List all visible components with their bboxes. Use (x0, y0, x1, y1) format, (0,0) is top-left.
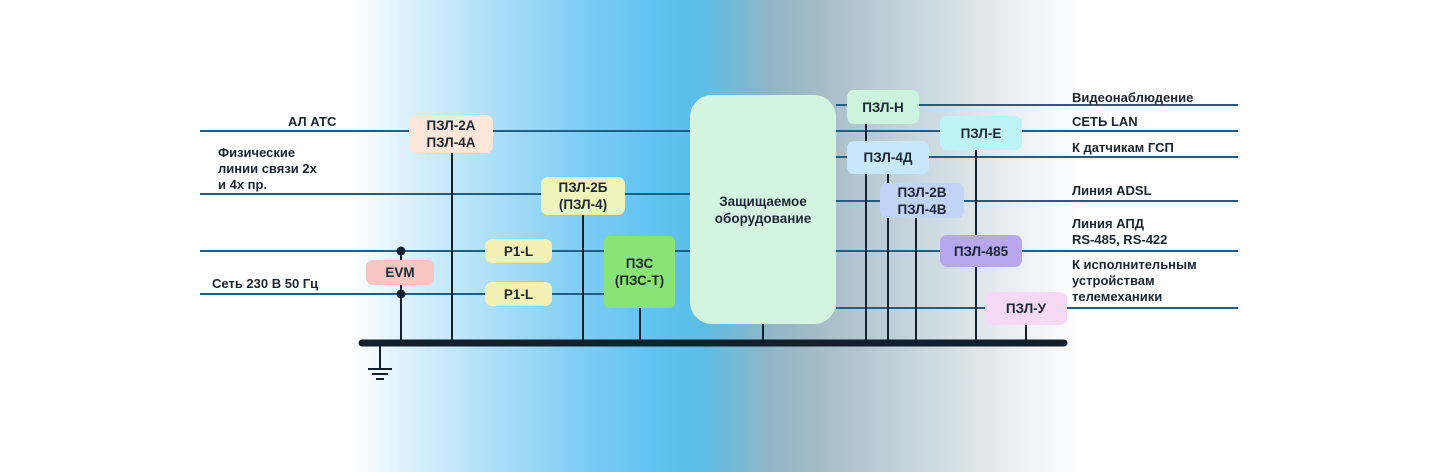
label-telemech-line-3: телемеханики (1072, 289, 1163, 304)
protected-equipment-line-1: Защищаемое (719, 193, 807, 209)
device-pzl-2b-line-2: (ПЗЛ-4) (558, 197, 608, 212)
label-apd: Линия АПД RS-485, RS-422 (1072, 216, 1167, 248)
label-al-ats: АЛ АТС (288, 114, 337, 129)
device-pzs: ПЗС (ПЗС-Т) (604, 236, 675, 308)
label-lan: СЕТЬ LAN (1072, 114, 1138, 129)
device-pzs-line-1: ПЗС (625, 256, 654, 271)
device-evm: EVM (366, 260, 434, 285)
label-gsp: К датчикам ГСП (1072, 140, 1174, 155)
protected-equipment: Защищаемое оборудование (690, 95, 836, 324)
device-pzl-2a: ПЗЛ-2А ПЗЛ-4А (409, 115, 493, 153)
device-pzl-u: ПЗЛ-У (985, 292, 1067, 325)
label-physical-line-1: Физические (218, 145, 296, 160)
label-telemech-line-2: устройствам (1072, 273, 1155, 288)
label-telemech: К исполнительным устройствам телемеханик… (1072, 257, 1197, 305)
device-pzl-2v: ПЗЛ-2В ПЗЛ-4В (880, 183, 964, 218)
device-pzl-2a-line-1: ПЗЛ-2А (426, 118, 476, 133)
device-pzl-e: ПЗЛ-Е (940, 116, 1022, 150)
label-power: Сеть 230 В 50 Гц (212, 276, 319, 291)
device-pzl-2v-line-1: ПЗЛ-2В (897, 184, 947, 200)
label-physical-lines: Физические линии связи 2х и 4х пр. (218, 145, 317, 193)
label-physical-line-3: и 4х пр. (218, 177, 268, 192)
device-pzl-485: ПЗЛ-485 (940, 235, 1022, 267)
evm-junction-bottom (396, 289, 406, 299)
device-p1l-bottom: P1-L (485, 282, 552, 306)
label-adsl: Линия ADSL (1072, 183, 1152, 198)
label-apd-line-1: Линия АПД (1072, 216, 1144, 231)
evm-junction-top (396, 246, 406, 256)
label-telemech-line-1: К исполнительным (1072, 257, 1197, 272)
label-physical-line-2: линии связи 2х (218, 161, 317, 176)
device-p1l-top: P1-L (485, 239, 552, 263)
device-pzl-2a-line-2: ПЗЛ-4А (426, 135, 476, 150)
device-pzs-line-2: (ПЗС-Т) (614, 273, 665, 288)
device-pzl-2b-line-1: ПЗЛ-2Б (558, 180, 608, 195)
protected-equipment-line-2: оборудование (714, 210, 812, 226)
device-pzl-4d: ПЗЛ-4Д (847, 141, 929, 174)
device-pzl-n: ПЗЛ-Н (847, 90, 919, 124)
device-pzl-2b: ПЗЛ-2Б (ПЗЛ-4) (541, 177, 625, 215)
label-video: Видеонаблюдение (1072, 90, 1194, 105)
device-pzl-2v-line-2: ПЗЛ-4В (897, 201, 947, 217)
label-apd-line-2: RS-485, RS-422 (1072, 232, 1168, 247)
